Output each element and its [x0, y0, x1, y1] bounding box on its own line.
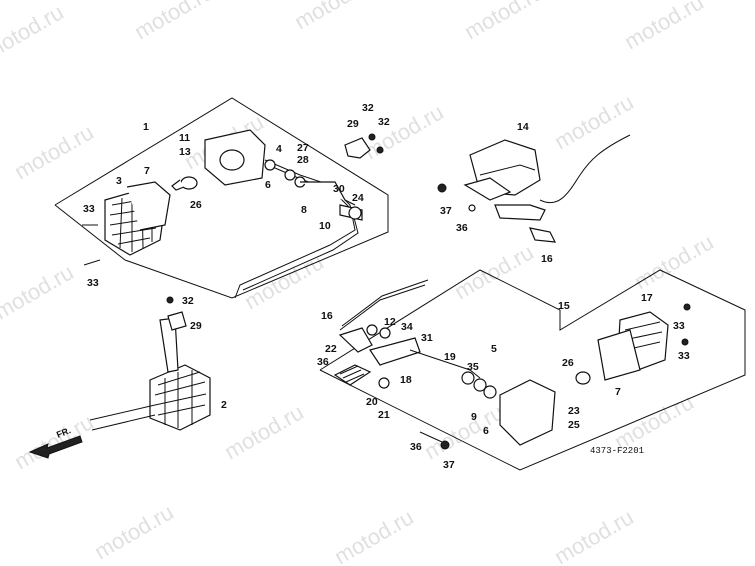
watermark-layer: motod.ru motod.ru motod.ru motod.ru moto… [0, 0, 718, 566]
watermark: motod.ru [550, 504, 638, 566]
watermark: motod.ru [0, 0, 68, 64]
callout: 23 [568, 405, 580, 417]
watermark: motod.ru [550, 89, 638, 154]
assembly-frames [54, 97, 746, 471]
watermark: motod.ru [620, 0, 708, 54]
callout: 9 [471, 411, 477, 423]
watermark: motod.ru [130, 0, 218, 44]
callout: 28 [297, 154, 309, 166]
watermark: motod.ru [630, 229, 718, 294]
watermark: motod.ru [420, 399, 508, 464]
callout: 15 [558, 300, 570, 312]
watermark: motod.ru [0, 259, 78, 324]
rear-right-signal-assembly [437, 134, 631, 243]
callout: 33 [673, 320, 685, 332]
callout: 32 [378, 116, 390, 128]
callout: 14 [517, 121, 529, 133]
callout: 12 [384, 316, 396, 328]
callout: 27 [297, 142, 309, 154]
housing-rear-left [499, 379, 556, 446]
callout: 10 [319, 220, 331, 232]
callout: 2 [221, 399, 227, 411]
callout: 33 [678, 350, 690, 362]
callout: 19 [444, 351, 456, 363]
callout: 22 [325, 343, 337, 355]
callout: 6 [483, 425, 489, 437]
watermark: motod.ru [220, 399, 308, 464]
callout: 26 [562, 357, 574, 369]
callout-labels: 1 11 13 3 7 33 26 33 4 6 27 28 8 29 32 3… [83, 102, 690, 471]
front-direction-arrow: FR. [28, 425, 83, 459]
callout: 29 [190, 320, 202, 332]
callout: 32 [362, 102, 374, 114]
rear-left-signal-assembly [333, 279, 691, 450]
callout: 31 [421, 332, 433, 344]
callout: 7 [615, 386, 621, 398]
callout: 36 [317, 356, 329, 368]
callout: 20 [366, 396, 378, 408]
callout: 6 [265, 179, 271, 191]
callout: 26 [190, 199, 202, 211]
front-left-signal-assembly [82, 129, 384, 299]
watermark: motod.ru [330, 504, 418, 566]
callout: 29 [347, 118, 359, 130]
callout: 21 [378, 409, 390, 421]
callout: 37 [443, 459, 455, 471]
callout: 36 [410, 441, 422, 453]
callout: 11 [179, 132, 190, 144]
callout: 37 [440, 205, 452, 217]
watermark: motod.ru [90, 499, 178, 564]
callout: 32 [182, 295, 194, 307]
callout: 18 [400, 374, 412, 386]
watermark: motod.ru [610, 389, 698, 454]
callout: 24 [352, 192, 364, 204]
lens-front-right [149, 364, 211, 431]
callout: 35 [467, 361, 479, 373]
callout: 16 [321, 310, 333, 322]
watermark: motod.ru [10, 119, 98, 184]
callout: 7 [144, 165, 150, 177]
front-right-signal-assembly [89, 296, 211, 431]
callout: 8 [301, 204, 307, 216]
callout: 5 [491, 343, 497, 355]
watermark: motod.ru [10, 409, 98, 474]
stay [300, 181, 356, 206]
callout: 33 [83, 203, 95, 215]
callout: 25 [568, 419, 580, 431]
callout: 34 [401, 321, 413, 333]
diagram-code: 4373-F2201 [590, 446, 644, 456]
callout: 17 [641, 292, 653, 304]
callout: 13 [179, 146, 191, 158]
watermark: motod.ru [240, 249, 328, 314]
callout: 33 [87, 277, 99, 289]
gasket [126, 181, 171, 231]
callout: 36 [456, 222, 468, 234]
watermark: motod.ru [450, 239, 538, 304]
watermark: motod.ru [290, 0, 378, 34]
callout: 3 [116, 175, 122, 187]
callout: 16 [541, 253, 553, 265]
watermark: motod.ru [460, 0, 548, 44]
callout: 4 [276, 143, 282, 155]
callout: 30 [333, 183, 345, 195]
callout: 1 [143, 121, 149, 133]
